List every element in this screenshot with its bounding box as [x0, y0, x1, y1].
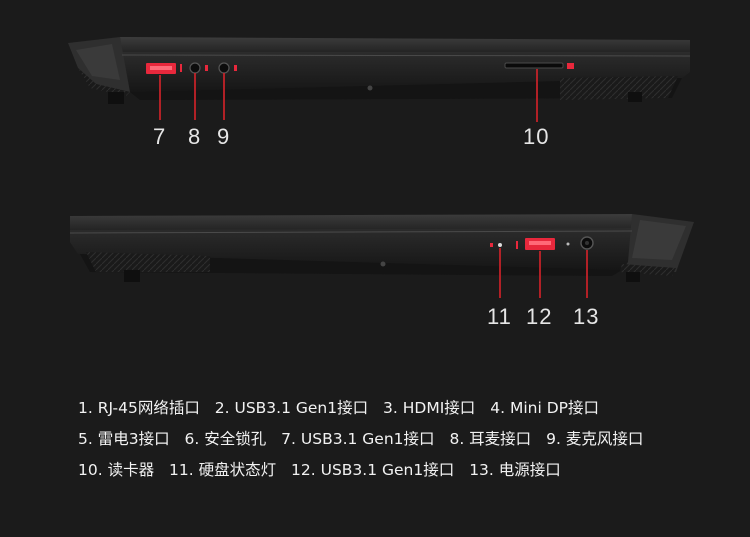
callout-10: 10: [523, 124, 550, 149]
legend-item: 6. 安全锁孔: [184, 430, 267, 448]
legend-row: 10. 读卡器 11. 硬盘状态灯 12. USB3.1 Gen1接口 13. …: [78, 455, 738, 486]
legend-item: 12. USB3.1 Gen1接口: [291, 461, 455, 479]
legend-item: 8. 耳麦接口: [449, 430, 532, 448]
legend-item: 10. 读卡器: [78, 461, 155, 479]
hdd-led-11: [498, 243, 502, 247]
legend-item: 7. USB3.1 Gen1接口: [281, 430, 435, 448]
headset-jack-8: [189, 62, 201, 74]
callout-7: 7: [153, 124, 167, 149]
legend-item: 3. HDMI接口: [383, 399, 476, 417]
mic-jack-9: [218, 62, 230, 74]
legend-row: 1. RJ-45网络插口 2. USB3.1 Gen1接口 3. HDMI接口 …: [78, 393, 738, 424]
legend-item: 1. RJ-45网络插口: [78, 399, 200, 417]
laptop-right-side: [69, 214, 694, 298]
callout-8: 8: [188, 124, 202, 149]
legend-row: 5. 雷电3接口 6. 安全锁孔 7. USB3.1 Gen1接口 8. 耳麦接…: [78, 424, 738, 455]
callout-9: 9: [217, 124, 231, 149]
port-legend: 1. RJ-45网络插口 2. USB3.1 Gen1接口 3. HDMI接口 …: [78, 393, 738, 486]
legend-item: 5. 雷电3接口: [78, 430, 170, 448]
card-reader-slot-10: [504, 62, 564, 69]
laptop-left-side: [68, 37, 691, 122]
legend-item: 13. 电源接口: [469, 461, 561, 479]
legend-item: 11. 硬盘状态灯: [169, 461, 277, 479]
legend-item: 9. 麦克风接口: [546, 430, 644, 448]
legend-item: 2. USB3.1 Gen1接口: [214, 399, 369, 417]
callout-13: 13: [573, 304, 600, 329]
callout-12: 12: [526, 304, 553, 329]
callout-11: 11: [487, 304, 512, 329]
legend-item: 4. Mini DP接口: [490, 399, 599, 417]
